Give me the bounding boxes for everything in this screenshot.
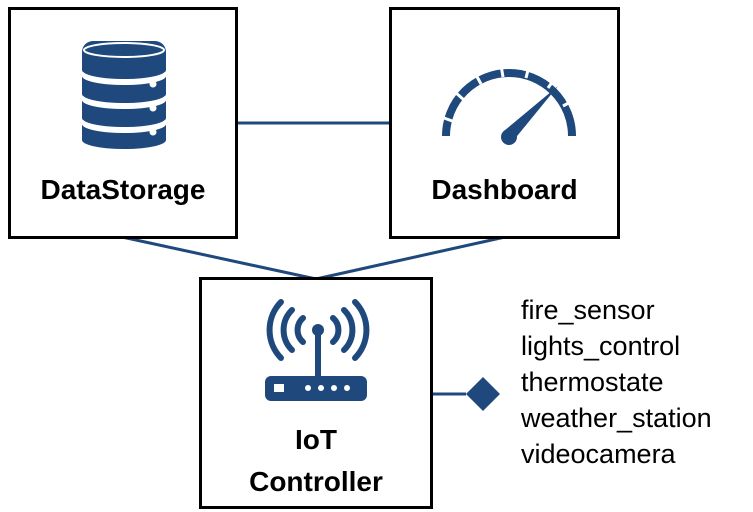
iot-controller-label-line2: Controller — [249, 466, 383, 497]
device-list: fire_sensor lights_control thermostate w… — [521, 292, 712, 472]
device-item: lights_control — [521, 331, 681, 361]
device-item: thermostate — [521, 367, 664, 397]
dashboard-label: Dashboard — [431, 174, 578, 205]
datastorage-label: DataStorage — [40, 174, 206, 205]
connector-datastorage-controller — [121, 235, 317, 281]
device-item: weather_station — [521, 403, 712, 433]
aggregation-diamond-icon — [466, 377, 500, 411]
database-icon — [80, 41, 168, 149]
connector-dashboard-controller — [315, 235, 506, 281]
speedometer-gauge-icon — [442, 64, 576, 145]
wireless-router-icon — [265, 299, 370, 401]
datastorage-node[interactable]: DataStorage — [8, 7, 238, 239]
iot-controller-label-line1: IoT — [295, 424, 337, 455]
iot-controller-node[interactable]: IoT Controller — [199, 277, 433, 509]
dashboard-node[interactable]: Dashboard — [389, 7, 620, 239]
device-item: videocamera — [521, 439, 676, 469]
device-item: fire_sensor — [521, 295, 655, 325]
